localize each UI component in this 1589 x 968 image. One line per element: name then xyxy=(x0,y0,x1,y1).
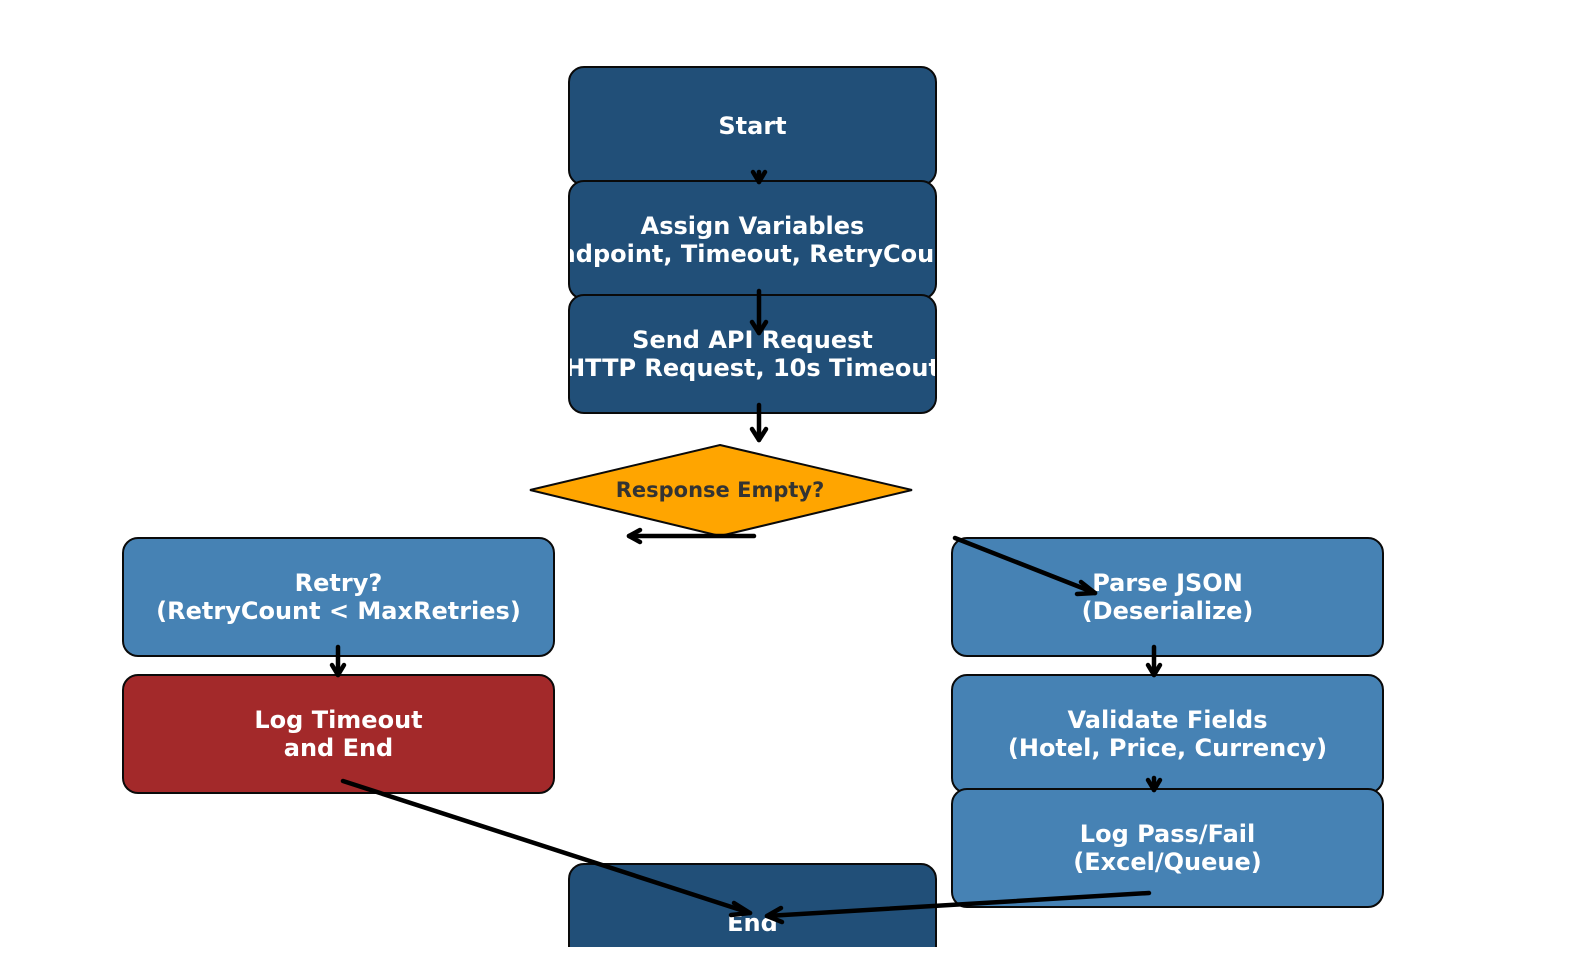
arrow-retry-to-log-timeout xyxy=(329,644,347,678)
decision-label: Response Empty? xyxy=(616,478,825,502)
arrow-start-to-assign xyxy=(750,169,768,185)
arrow-validate-to-log-pass xyxy=(1145,775,1163,793)
send-api-request-label: Send API Request (HTTP Request, 10s Time… xyxy=(570,326,935,382)
retry-node: Retry? (RetryCount < MaxRetries) xyxy=(122,537,555,657)
flowchart-connectors: Response Empty? xyxy=(329,169,1163,925)
log-pass-fail-label: Log Pass/Fail (Excel/Queue) xyxy=(1073,820,1262,876)
start-node: Start xyxy=(568,66,937,186)
arrow-decision-to-retry xyxy=(626,527,757,545)
arrow-log-timeout-to-end xyxy=(340,778,753,918)
validate-fields-label: Validate Fields (Hotel, Price, Currency) xyxy=(1007,706,1328,762)
arrow-send-to-decision xyxy=(749,402,769,443)
log-pass-fail-node: Log Pass/Fail (Excel/Queue) xyxy=(951,788,1384,908)
arrow-decision-to-parse xyxy=(952,535,1098,597)
send-api-request-node: Send API Request (HTTP Request, 10s Time… xyxy=(568,294,937,414)
arrow-assign-to-send xyxy=(749,288,769,336)
arrow-parse-to-validate xyxy=(1145,644,1163,678)
log-timeout-label: Log Timeout and End xyxy=(254,706,423,762)
parse-json-node: Parse JSON (Deserialize) xyxy=(951,537,1384,657)
assign-variables-label: Assign Variables (Endpoint, Timeout, Ret… xyxy=(570,212,935,268)
end-node: End xyxy=(568,863,937,947)
arrow-log-pass-to-end xyxy=(764,890,1152,925)
flowchart-area: Start Assign Variables (Endpoint, Timeou… xyxy=(122,66,1384,947)
retry-label: Retry? (RetryCount < MaxRetries) xyxy=(156,569,521,625)
start-node-label: Start xyxy=(718,112,787,140)
parse-json-label: Parse JSON (Deserialize) xyxy=(1081,569,1254,625)
